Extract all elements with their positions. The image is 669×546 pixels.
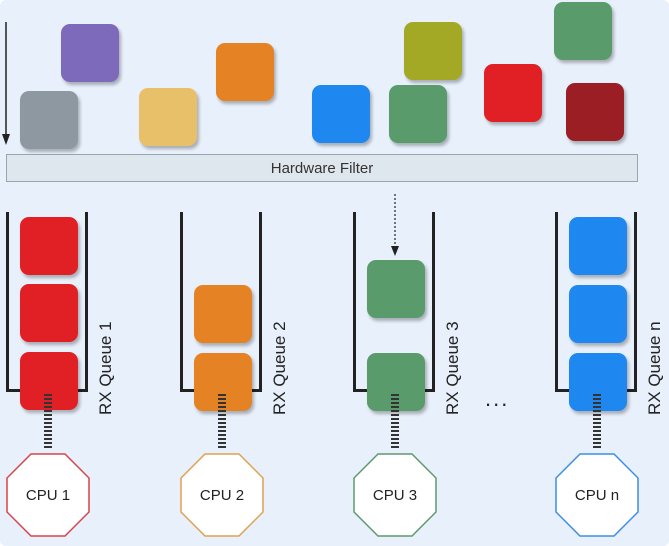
cpu-2-label: CPU 2 bbox=[199, 486, 245, 504]
rx-queue-3-label: RX Queue 3 bbox=[443, 321, 462, 415]
cpu-3: CPU 3 bbox=[352, 452, 438, 538]
more-queues-ellipsis: ... bbox=[485, 386, 510, 411]
cpu-octagon bbox=[6, 453, 90, 537]
cpu-1: CPU 1 bbox=[5, 452, 91, 538]
octagon-icon bbox=[353, 453, 437, 537]
cpu-3-label: CPU 3 bbox=[372, 486, 418, 504]
rx-queue-1-label: RX Queue 1 bbox=[96, 321, 115, 415]
rx-queue-n-label: RX Queue n bbox=[645, 321, 664, 415]
queued-packet bbox=[20, 217, 78, 275]
cpu-octagon bbox=[555, 453, 639, 537]
incoming-packet bbox=[61, 24, 119, 82]
rx-queue-2-label: RX Queue 2 bbox=[270, 321, 289, 415]
cpu-n: CPU n bbox=[554, 452, 640, 538]
queued-packet bbox=[569, 217, 627, 275]
incoming-packet bbox=[139, 88, 197, 146]
incoming-packet bbox=[554, 2, 612, 60]
incoming-packet bbox=[389, 85, 447, 143]
cpu-link bbox=[44, 394, 52, 450]
incoming-packet bbox=[566, 83, 624, 141]
cpu-link bbox=[593, 394, 601, 450]
cpu-1-label: CPU 1 bbox=[25, 486, 71, 504]
cpu-2: CPU 2 bbox=[179, 452, 265, 538]
cpu-octagon bbox=[180, 453, 264, 537]
queued-packet bbox=[20, 284, 78, 342]
cpu-link bbox=[391, 394, 399, 450]
hardware-filter-label: Hardware Filter bbox=[270, 159, 374, 177]
incoming-packet bbox=[20, 91, 78, 149]
incoming-packet bbox=[312, 85, 370, 143]
queued-packet bbox=[367, 260, 425, 318]
octagon-icon bbox=[555, 453, 639, 537]
cpu-octagon bbox=[353, 453, 437, 537]
incoming-packet bbox=[216, 43, 274, 101]
down-arrow-icon bbox=[2, 22, 10, 145]
octagon-icon bbox=[6, 453, 90, 537]
octagon-icon bbox=[180, 453, 264, 537]
dotted-down-arrow-icon bbox=[391, 194, 399, 256]
queued-packet bbox=[194, 285, 252, 343]
cpu-n-label: CPU n bbox=[574, 486, 620, 504]
queued-packet bbox=[569, 285, 627, 343]
hardware-filter: Hardware Filter bbox=[6, 154, 638, 182]
cpu-link bbox=[218, 394, 226, 450]
incoming-packet bbox=[404, 22, 462, 80]
incoming-packet bbox=[484, 64, 542, 122]
